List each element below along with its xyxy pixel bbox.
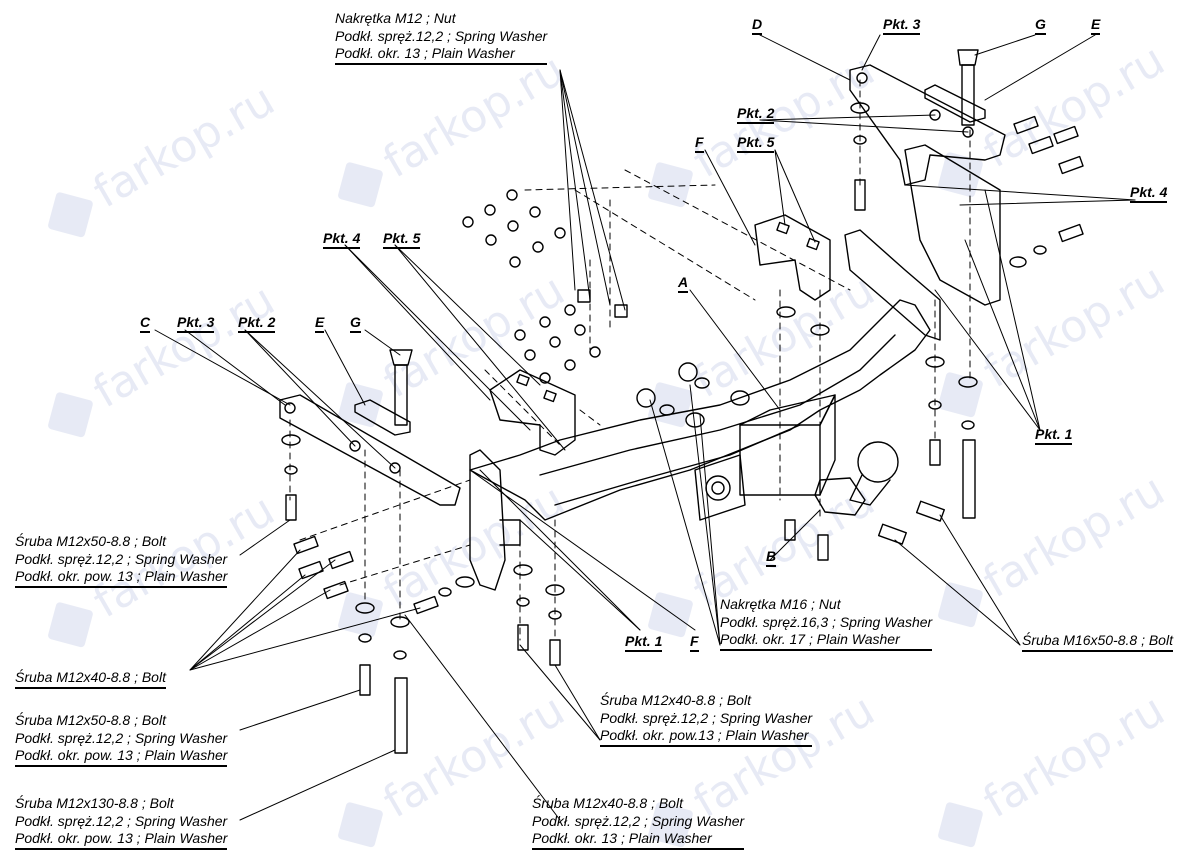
tow-ball xyxy=(857,441,899,483)
top-nut-group xyxy=(462,189,628,384)
spacer-plate-right xyxy=(924,84,986,123)
right-chassis-plate xyxy=(849,64,1006,186)
right-vertical-plate xyxy=(904,144,1001,306)
label-G-left: G xyxy=(350,314,361,333)
label-pkt3-left: Pkt. 3 xyxy=(177,314,215,333)
right-side-plate xyxy=(844,229,941,341)
label-pkt5-left: Pkt. 5 xyxy=(383,230,421,249)
left-side-plate xyxy=(469,449,506,591)
bolt-m16x50-callout: Śruba M16x50-8.8 ; Bolt xyxy=(1022,632,1173,652)
label-pkt3-top: Pkt. 3 xyxy=(883,16,921,35)
right-bracket xyxy=(754,214,831,301)
left-chassis-plate xyxy=(279,394,461,506)
top-nut-callout: Nakrętka M12 ; Nut Podkł. spręż.12,2 ; S… xyxy=(335,10,548,65)
label-F-bottom: F xyxy=(690,633,699,652)
long-bolt-left xyxy=(394,364,408,426)
bolt-m12x40-mid-callout: Śruba M12x40-8.8 ; Bolt Podkł. spręż.12,… xyxy=(600,692,813,747)
bolt-m12x130-callout: Śruba M12x130-8.8 ; Bolt Podkł. spręż.12… xyxy=(15,795,228,850)
label-pkt1-bottom: Pkt. 1 xyxy=(625,633,663,652)
label-pkt2-left: Pkt. 2 xyxy=(238,314,276,333)
main-crossbar xyxy=(469,299,931,521)
bolt-m12x40-bottom-callout: Śruba M12x40-8.8 ; Bolt Podkł. spręż.12,… xyxy=(532,795,745,850)
label-F-top: F xyxy=(695,134,704,153)
spacer-plate-left xyxy=(354,399,411,436)
label-pkt4-left: Pkt. 4 xyxy=(323,230,361,249)
label-E-left: E xyxy=(315,314,325,333)
ball-neck xyxy=(814,477,866,516)
label-D: D xyxy=(752,16,763,35)
label-pkt5-top: Pkt. 5 xyxy=(737,134,775,153)
bolt-m12x50-left-callout: Śruba M12x50-8.8 ; Bolt Podkł. spręż.12,… xyxy=(15,533,228,588)
label-E-top: E xyxy=(1091,16,1101,35)
m16-nut-group xyxy=(636,362,750,428)
nut-m16-callout: Nakrętka M16 ; Nut Podkł. spręż.16,3 ; S… xyxy=(720,596,933,651)
label-pkt2-top: Pkt. 2 xyxy=(737,105,775,124)
left-bolt-group xyxy=(281,434,565,754)
label-B: B xyxy=(766,548,777,567)
label-C: C xyxy=(140,314,151,333)
bolt-m12x40-left-callout: Śruba M12x40-8.8 ; Bolt xyxy=(15,669,166,689)
label-pkt4-right: Pkt. 4 xyxy=(1130,184,1168,203)
label-G-top: G xyxy=(1035,16,1046,35)
bolt-m12x50-low-callout: Śruba M12x50-8.8 ; Bolt Podkł. spręż.12,… xyxy=(15,712,228,767)
label-pkt1-right: Pkt. 1 xyxy=(1035,426,1073,445)
left-bracket xyxy=(489,369,576,456)
label-A: A xyxy=(678,274,689,293)
electrical-socket-plate xyxy=(694,454,746,521)
right-bolt-group xyxy=(776,102,1084,561)
